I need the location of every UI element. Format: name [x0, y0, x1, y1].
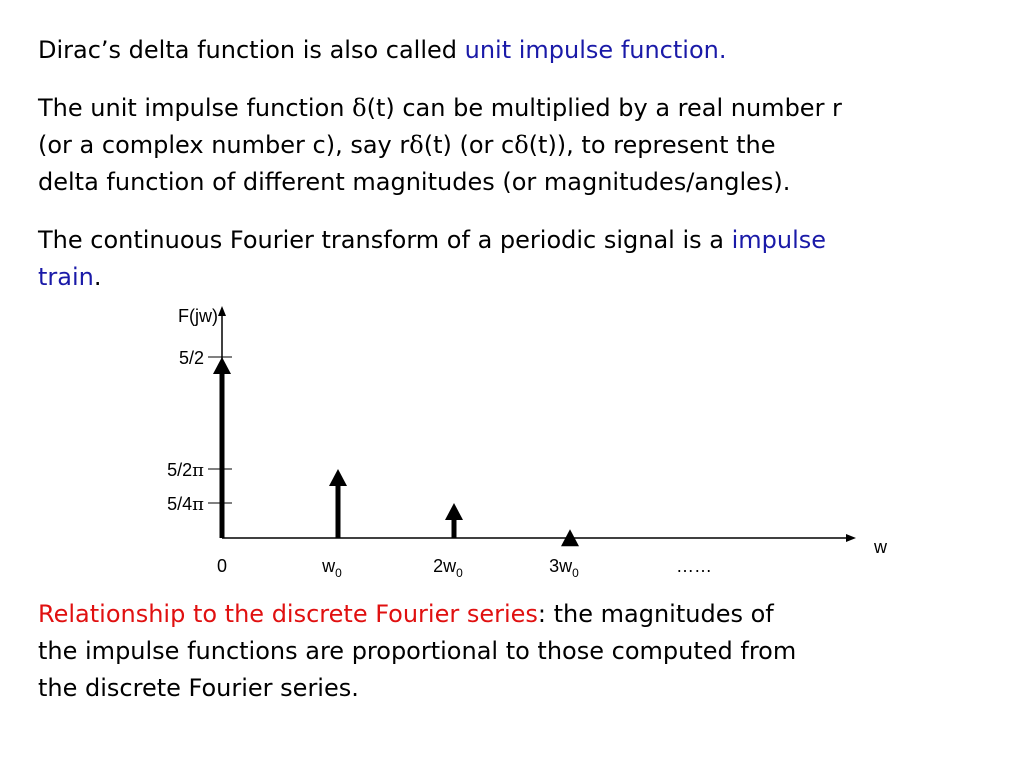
x-tick-label: w0 [321, 556, 342, 580]
chart-axes [208, 306, 856, 542]
x-axis-label: w [873, 537, 888, 557]
impulse-head [213, 357, 231, 374]
x-tick-label: 3w0 [549, 556, 579, 580]
intro-paragraph: Dirac’s delta function is also called un… [38, 32, 1008, 69]
intro-period: . [718, 36, 727, 64]
intro-highlight: unit impulse function [464, 36, 719, 64]
impulse-arrow [329, 469, 347, 538]
scaling-paragraph: The unit impulse function δ(t) can be mu… [38, 90, 1008, 201]
scaling-line1-b: (t) can be multiplied by a real number r [366, 94, 842, 122]
delta-symbol: δ [409, 131, 424, 159]
scaling-line2-b: (t) (or c [423, 131, 515, 159]
fourier-highlight-impulse: impulse [731, 226, 827, 254]
impulse-arrow [445, 503, 463, 538]
pi-symbol: π [192, 460, 204, 481]
fourier-line1: The continuous Fourier transform of a pe… [38, 226, 732, 254]
y-axis-label: F(jw) [178, 306, 218, 326]
impulse-head [561, 529, 579, 547]
scaling-line1-a: The unit impulse function [38, 94, 353, 122]
relationship-line1-b: : the magnitudes of [537, 600, 774, 628]
relationship-line2: the impulse functions are proportional t… [38, 637, 797, 665]
relationship-line3: the discrete Fourier series. [38, 674, 359, 702]
pi-symbol: π [192, 494, 204, 515]
chart-impulses [213, 357, 579, 547]
x-tick-label: 2w0 [433, 556, 463, 580]
scaling-line3: delta function of different magnitudes (… [38, 168, 791, 196]
intro-text: Dirac’s delta function is also called [38, 36, 465, 64]
fourier-paragraph: The continuous Fourier transform of a pe… [38, 222, 1008, 296]
impulse-arrow [213, 357, 231, 538]
fourier-period: . [93, 263, 102, 291]
y-tick-label: 5/4π [167, 494, 204, 515]
fourier-highlight-train: train [38, 263, 94, 291]
delta-symbol: δ [514, 131, 529, 159]
relationship-paragraph: Relationship to the discrete Fourier ser… [38, 596, 1008, 707]
x-axis-arrow [846, 534, 856, 542]
y-tick-label: 5/2π [167, 460, 204, 481]
x-tick-subscript: 0 [456, 566, 463, 580]
impulse-head [445, 503, 463, 520]
y-tick-label: 5/2 [179, 348, 204, 368]
y-axis-arrow [218, 306, 226, 316]
scaling-line2-c: (t)), to represent the [528, 131, 776, 159]
x-tick-subscript: 0 [572, 566, 579, 580]
x-tick-label: 0 [217, 556, 227, 576]
impulse-head [329, 469, 347, 486]
relationship-label: Relationship to the discrete Fourier ser… [38, 600, 538, 628]
impulse-arrow [561, 529, 579, 547]
x-tick-subscript: 0 [335, 566, 342, 580]
delta-symbol: δ [352, 94, 367, 122]
x-ellipsis: …… [676, 556, 712, 576]
scaling-line2-a: (or a complex number c), say r [38, 131, 410, 159]
